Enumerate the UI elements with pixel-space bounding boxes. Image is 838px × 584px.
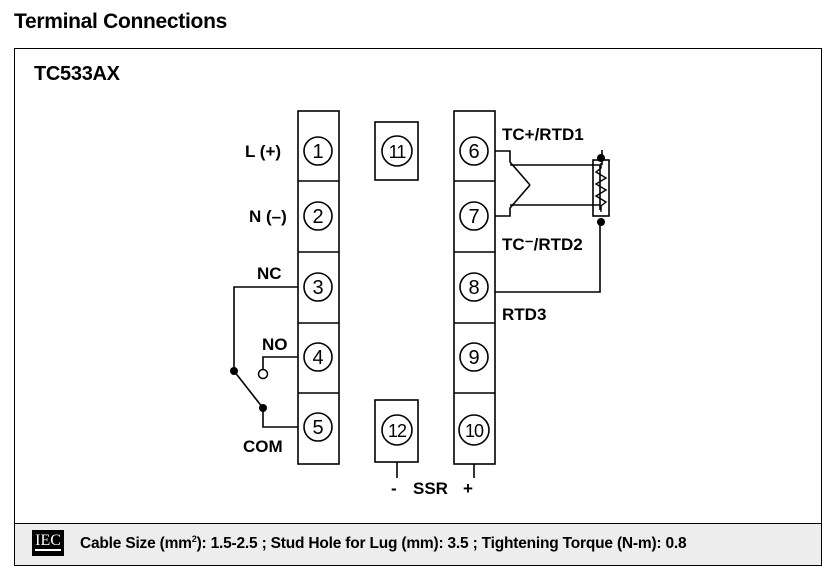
ssr-leads xyxy=(396,462,475,478)
terminal-2-circle xyxy=(303,201,333,231)
terminal-11-number: 11 xyxy=(389,142,407,162)
spec-details: ): 1.5-2.5 ; Stud Hole for Lug (mm): 3.5… xyxy=(196,535,687,552)
relay-wiring xyxy=(233,286,298,428)
label-tc-minus-rtd2: TC⁻/RTD2 xyxy=(502,235,583,254)
label-no: NO xyxy=(262,335,288,354)
terminal-12-number: 12 xyxy=(388,421,407,441)
terminal-3-number: 3 xyxy=(312,277,323,299)
label-ssr-plus: + xyxy=(463,479,473,498)
terminal-5-number: 5 xyxy=(312,417,323,439)
label-n-minus: N (–) xyxy=(249,207,287,226)
terminal-9-number: 9 xyxy=(468,347,479,369)
iec-logo-underline xyxy=(35,549,61,551)
relay-com-dot xyxy=(259,404,267,412)
terminal-4-number: 4 xyxy=(312,347,323,369)
label-com: COM xyxy=(243,437,283,456)
terminal-2-number: 2 xyxy=(312,206,323,228)
terminal-8-circle xyxy=(459,272,489,302)
rtd-bottom-dot xyxy=(597,218,605,226)
label-l-plus: L (+) xyxy=(245,142,281,161)
terminal-10-number: 10 xyxy=(465,421,484,441)
terminal-3-circle xyxy=(303,272,333,302)
spec-text: Cable Size (mm2): 1.5-2.5 ; Stud Hole fo… xyxy=(80,534,687,553)
spec-superscript: 2 xyxy=(191,534,197,544)
terminal-7-circle xyxy=(459,201,489,231)
terminal-8-number: 8 xyxy=(468,277,479,299)
page-title: Terminal Connections xyxy=(14,10,227,33)
relay-no-contact xyxy=(257,368,269,380)
terminal-12-circle xyxy=(381,414,413,446)
terminal-4-circle xyxy=(303,342,333,372)
terminal-5-circle xyxy=(303,412,333,442)
terminal-7-number: 7 xyxy=(468,206,479,228)
terminal-1-number: 1 xyxy=(312,141,323,163)
terminal-11-circle xyxy=(381,135,413,167)
label-nc: NC xyxy=(257,264,282,283)
terminal-block-11 xyxy=(374,121,419,181)
terminal-10-circle xyxy=(458,414,490,446)
spec-cable-label: Cable Size (mm xyxy=(80,535,192,552)
rtd-resistor-symbol xyxy=(592,159,610,217)
label-ssr-minus: - xyxy=(391,479,397,498)
terminal-6-circle xyxy=(459,136,489,166)
label-rtd3: RTD3 xyxy=(502,305,546,324)
model-name: TC533AX xyxy=(34,63,120,85)
iec-logo: IEC xyxy=(32,530,64,556)
spec-footer xyxy=(14,523,822,566)
relay-pivot-dot xyxy=(230,367,238,375)
label-tc-plus-rtd1: TC+/RTD1 xyxy=(502,125,584,144)
terminal-9-circle xyxy=(459,342,489,372)
sensor-wiring xyxy=(495,150,603,293)
terminal-1-circle xyxy=(303,136,333,166)
rtd-top-dot xyxy=(597,154,605,162)
label-ssr: SSR xyxy=(413,479,448,498)
terminal-6-number: 6 xyxy=(468,141,479,163)
